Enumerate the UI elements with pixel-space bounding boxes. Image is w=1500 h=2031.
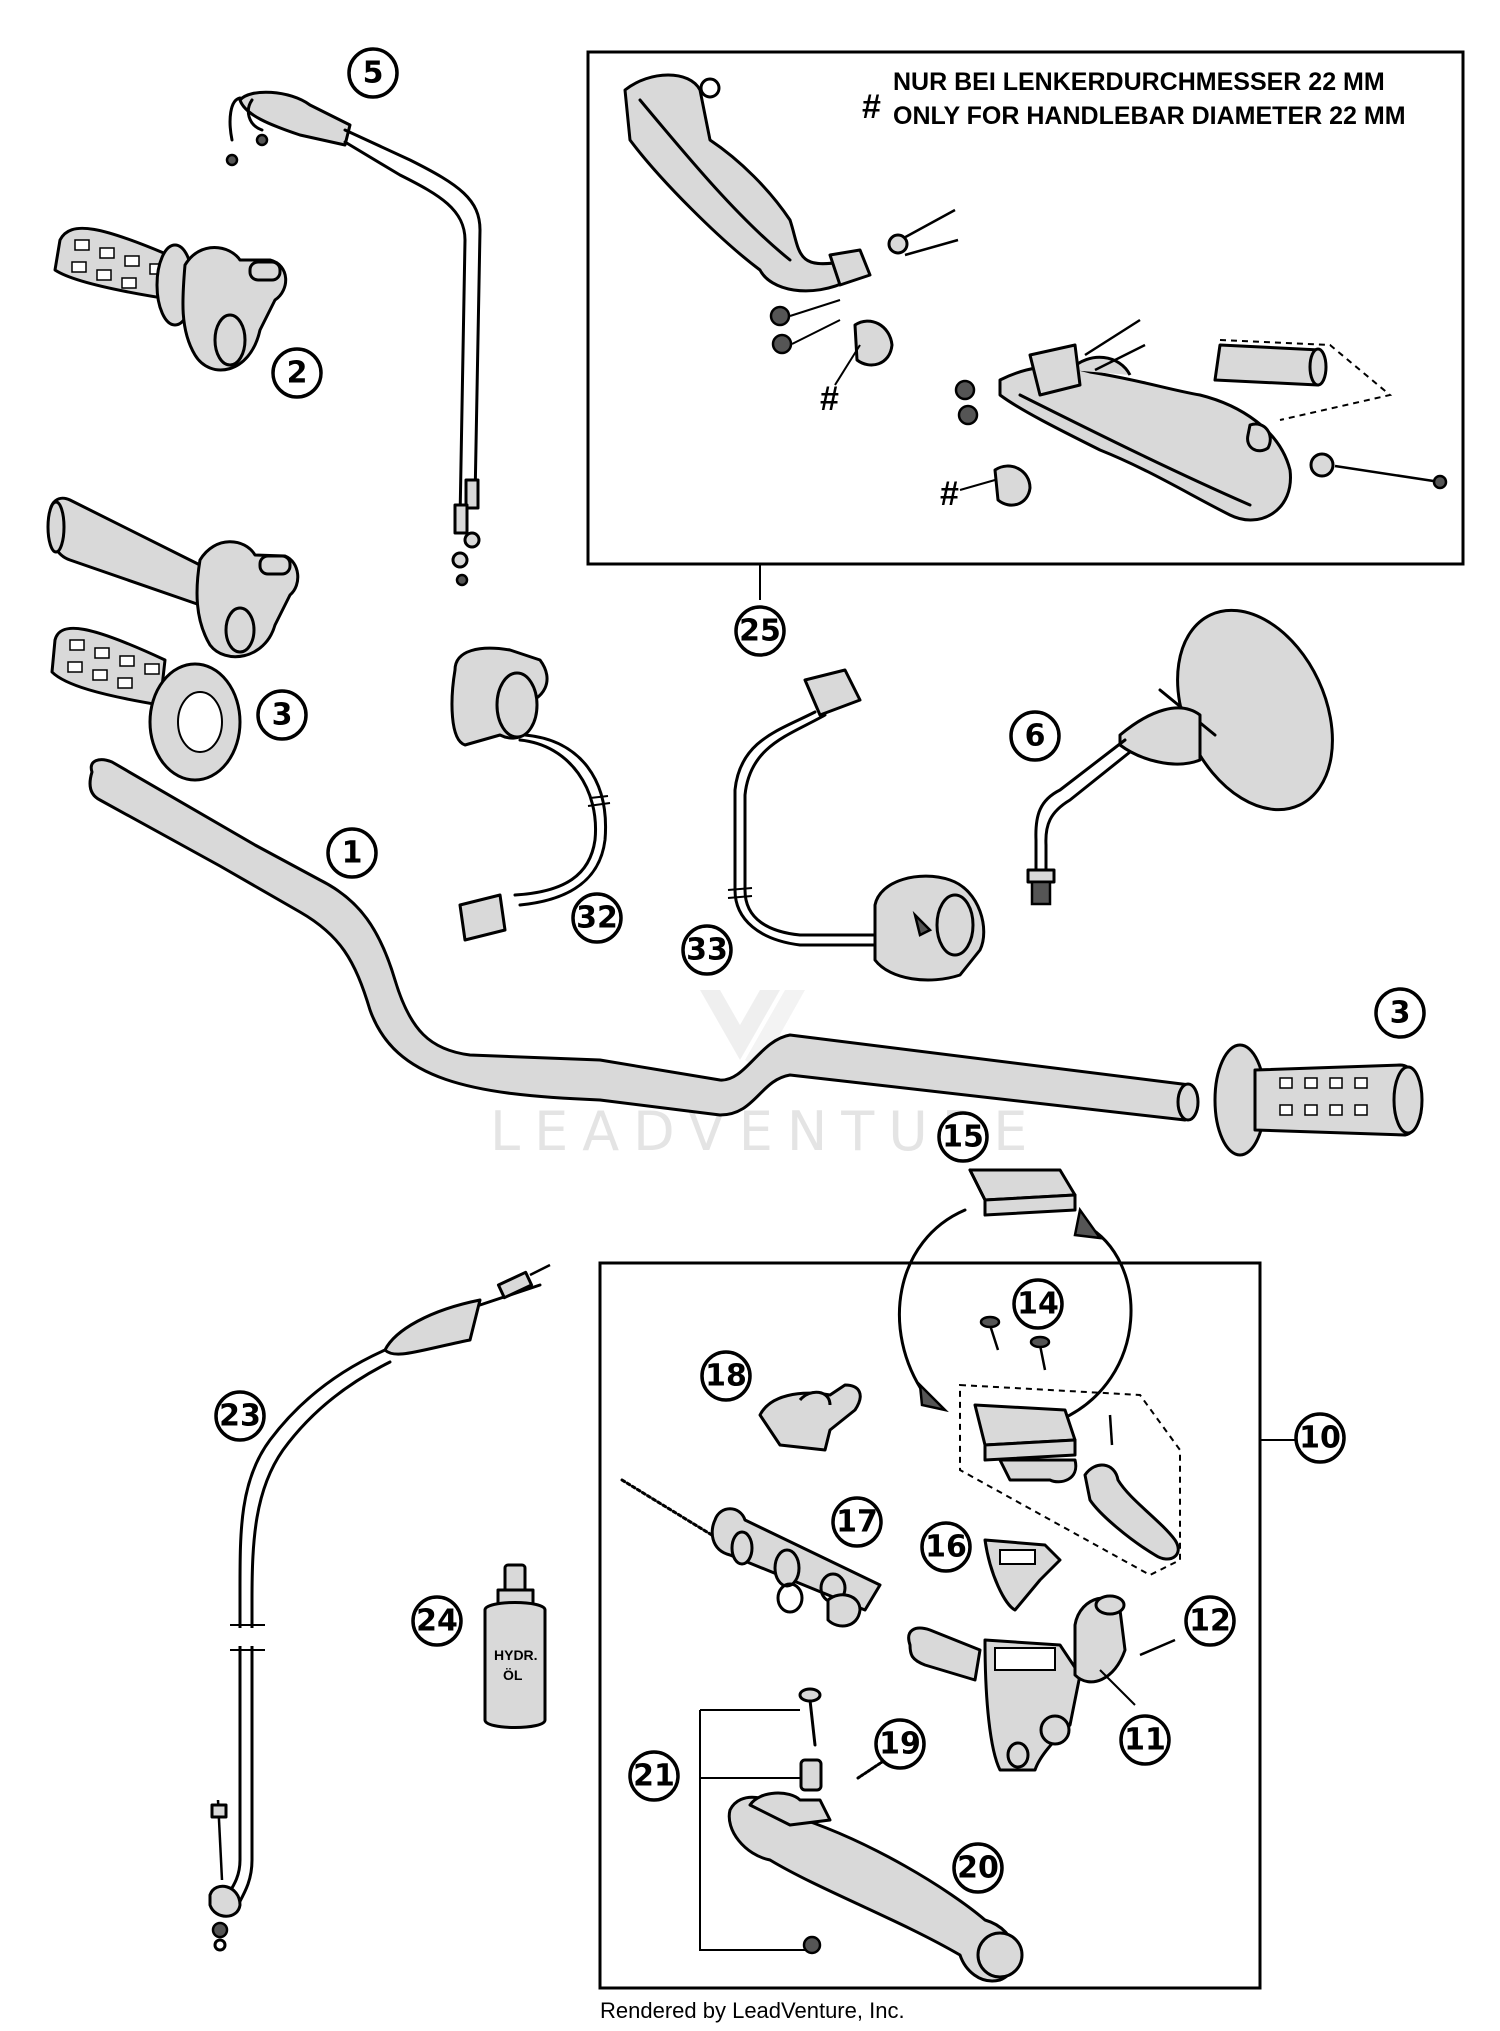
callout-14: 14 <box>1012 1278 1064 1330</box>
fluid-label-line1: HYDR. <box>494 1647 538 1663</box>
svg-text:3: 3 <box>272 698 293 733</box>
callout-33: 33 <box>681 924 733 976</box>
hash-mark-right: # <box>940 475 959 513</box>
callout-32: 32 <box>571 892 623 944</box>
handguard-left-bolts <box>769 208 959 355</box>
svg-text:19: 19 <box>879 1727 921 1762</box>
grip-3-lower <box>50 626 242 782</box>
handguard-left: # <box>623 73 894 418</box>
callout-3-right: 3 <box>1374 987 1426 1039</box>
svg-text:11: 11 <box>1124 1723 1166 1758</box>
cover-16 <box>983 1538 1062 1612</box>
svg-text:10: 10 <box>1299 1421 1341 1456</box>
note-line-en: ONLY FOR HANDLEBAR DIAMETER 22 MM <box>893 102 1406 130</box>
handlebar <box>88 758 1200 1122</box>
svg-text:15: 15 <box>942 1120 984 1155</box>
mirror-6 <box>1026 608 1334 906</box>
callout-20: 20 <box>952 1842 1004 1894</box>
throttle-grip-3-upper <box>46 496 300 659</box>
pivot-hardware-21 <box>699 1687 823 1955</box>
handguard-kit-frame <box>586 50 1465 566</box>
screws-14 <box>979 1315 1051 1371</box>
clutch-hose-23 <box>208 1263 551 1952</box>
reservoir-cap-diaphragm <box>959 1383 1181 1577</box>
callout-17: 17 <box>831 1496 883 1548</box>
svg-text:2: 2 <box>287 356 308 391</box>
piston-17 <box>620 1478 882 1628</box>
svg-text:6: 6 <box>1025 719 1046 754</box>
svg-text:20: 20 <box>957 1851 999 1886</box>
svg-text:14: 14 <box>1017 1287 1059 1322</box>
callout-5: 5 <box>347 47 399 99</box>
callout-19: 19 <box>874 1718 926 1770</box>
clamp-18 <box>758 1383 862 1452</box>
spring-19 <box>856 1758 887 1780</box>
svg-text:25: 25 <box>739 614 781 649</box>
callout-15: 15 <box>937 1111 989 1163</box>
callout-24: 24 <box>411 1595 463 1647</box>
throttle-cables <box>225 90 482 587</box>
callout-12: 12 <box>1184 1595 1236 1647</box>
callout-11: 11 <box>1119 1714 1171 1766</box>
credit-text: Rendered by LeadVenture, Inc. <box>600 1998 905 2023</box>
switch-32 <box>450 646 611 942</box>
svg-text:3: 3 <box>1390 996 1411 1031</box>
note-line-de: NUR BEI LENKERDURCHMESSER 22 MM <box>893 68 1385 96</box>
master-cylinder-body-11 <box>907 1594 1176 1772</box>
svg-text:16: 16 <box>925 1530 967 1565</box>
callout-11-leader <box>1099 1669 1136 1706</box>
svg-text:18: 18 <box>705 1359 747 1394</box>
callout-23: 23 <box>214 1390 266 1442</box>
switch-33 <box>727 668 986 982</box>
callout-6: 6 <box>1009 710 1061 762</box>
lever-20 <box>727 1791 1024 1983</box>
watermark-text: LEADVENTURE <box>490 1100 1041 1163</box>
callout-1: 1 <box>326 827 378 879</box>
callout-10: 10 <box>1294 1412 1346 1464</box>
hash-mark-left: # <box>820 380 839 418</box>
svg-text:33: 33 <box>686 933 728 968</box>
svg-text:24: 24 <box>416 1604 458 1639</box>
reservoir-cap-15 <box>968 1168 1077 1217</box>
note-hash: # <box>862 88 881 126</box>
grip-3-right <box>1213 1043 1424 1157</box>
fluid-label-line2: ÖL <box>503 1667 523 1683</box>
svg-text:23: 23 <box>219 1399 261 1434</box>
handguard-right: # <box>940 318 1292 522</box>
throttle-grip-2 <box>53 226 288 372</box>
hydraulic-oil-bottle-24: HYDR. ÖL <box>483 1563 547 1729</box>
callout-21: 21 <box>628 1750 680 1802</box>
callout-18: 18 <box>700 1350 752 1402</box>
svg-text:12: 12 <box>1189 1604 1231 1639</box>
callout-25: 25 <box>734 605 786 657</box>
callout-16: 16 <box>920 1521 972 1573</box>
callout-2: 2 <box>271 347 323 399</box>
svg-text:21: 21 <box>633 1759 675 1794</box>
callout-3-left: 3 <box>256 689 308 741</box>
svg-text:1: 1 <box>342 836 363 871</box>
handguard-right-mount <box>1246 422 1448 490</box>
watermark-logo <box>700 990 805 1070</box>
assembly-arrows <box>897 1206 1133 1430</box>
master-cylinder-frame <box>598 1261 1262 1990</box>
svg-text:5: 5 <box>363 56 384 91</box>
svg-text:32: 32 <box>576 901 618 936</box>
handlebar-stub-dashed <box>1213 339 1393 421</box>
svg-text:17: 17 <box>836 1505 878 1540</box>
